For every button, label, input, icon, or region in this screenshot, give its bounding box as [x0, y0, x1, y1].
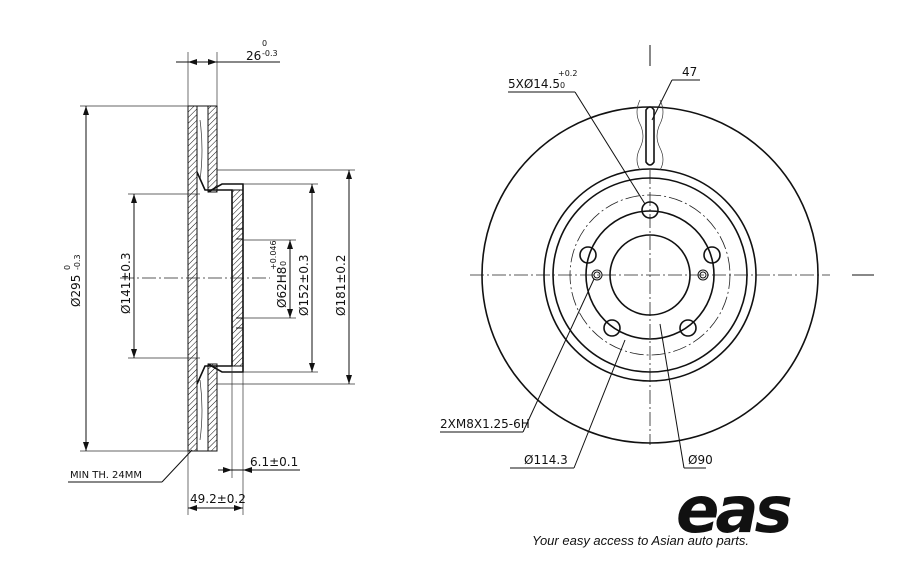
dim-pcd: Ø114.3 [524, 453, 568, 467]
dim-outer-tol-lower: -0.3 [73, 254, 82, 270]
slot-groove [645, 106, 655, 166]
bolt-hole [679, 319, 697, 337]
brand-block: eas Your easy access to Asian auto parts… [532, 474, 795, 548]
dim-62-tol-lower: 0 [279, 261, 288, 266]
dim-hat-thickness: 6.1±0.1 [250, 455, 298, 469]
dim-slot: 47 [682, 65, 697, 79]
dim-bolt-holes: 5XØ14.5 [508, 77, 560, 91]
hat-inner-edge [585, 210, 715, 340]
brand-tagline: Your easy access to Asian auto parts. [532, 533, 749, 548]
face-view: 5XØ14.5 +0.2 0 47 2XM8X1.25-6H Ø114.3 Ø9… [440, 45, 874, 469]
dim-bolt-tol-upper: +0.2 [558, 69, 577, 78]
center-bore [609, 234, 691, 316]
hat-outer-edge [552, 177, 748, 373]
friction-plate-right-upper [207, 105, 218, 193]
threaded-hole [591, 269, 603, 281]
dim-thickness-tol-lower: -0.3 [262, 49, 278, 58]
friction-plate-right-lower [207, 363, 218, 452]
friction-inner-edge [543, 168, 757, 382]
threaded-hole [697, 269, 709, 281]
dim-thickness-tol-upper: 0 [262, 39, 267, 48]
dim-141: Ø141±0.3 [119, 253, 133, 315]
dim-outer-tol-upper: 0 [63, 265, 72, 270]
eas-logo: eas [676, 474, 791, 548]
pcd-circle [569, 194, 731, 356]
bolt-hole [603, 319, 621, 337]
dim-62-tol-upper: +0.046 [269, 240, 278, 270]
dim-min-thickness: MIN TH. 24MM [70, 470, 142, 481]
dim-bolt-tol-lower: 0 [560, 81, 565, 90]
friction-plate-left [187, 105, 198, 452]
bolt-hole [703, 246, 721, 264]
dim-90: Ø90 [688, 453, 713, 467]
dim-threaded: 2XM8X1.25-6H [440, 417, 530, 431]
dim-thickness: 26 [246, 49, 261, 63]
section-view: 26 0 -0.3 Ø295 0 -0.3 Ø141±0.3 Ø62H8 +0.… [63, 39, 355, 515]
dim-overall-height: 49.2±0.2 [190, 492, 246, 506]
dim-181: Ø181±0.2 [334, 255, 348, 317]
dim-outer-diameter: Ø295 [69, 275, 83, 307]
dim-62: Ø62H8 [275, 267, 289, 308]
bolt-hole [641, 201, 659, 219]
bolt-hole [579, 246, 597, 264]
dim-152: Ø152±0.3 [297, 255, 311, 317]
